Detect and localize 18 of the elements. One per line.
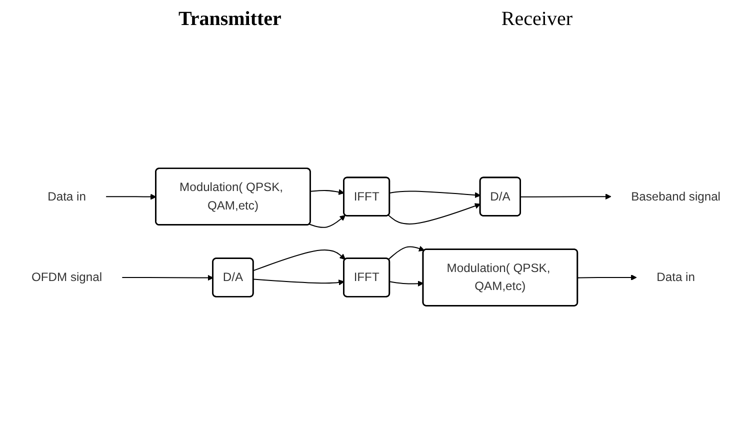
arrow	[252, 249, 346, 272]
section-heading: Receiver	[501, 8, 572, 31]
arrow	[520, 194, 611, 200]
arrow	[388, 246, 424, 260]
arrow	[577, 274, 636, 280]
arrow	[252, 278, 344, 286]
arrow	[308, 215, 346, 228]
arrow	[310, 189, 344, 195]
section-heading: Transmitter	[178, 8, 282, 31]
arrow	[389, 190, 480, 198]
arrow	[389, 280, 424, 287]
node-text: OFDM signal	[31, 270, 102, 284]
arrow	[106, 194, 156, 200]
node-text: Data in	[47, 189, 86, 203]
node-text: Data in	[656, 270, 694, 284]
arrow	[122, 274, 213, 281]
arrow	[388, 203, 480, 224]
node-text: Baseband signal	[630, 189, 720, 203]
